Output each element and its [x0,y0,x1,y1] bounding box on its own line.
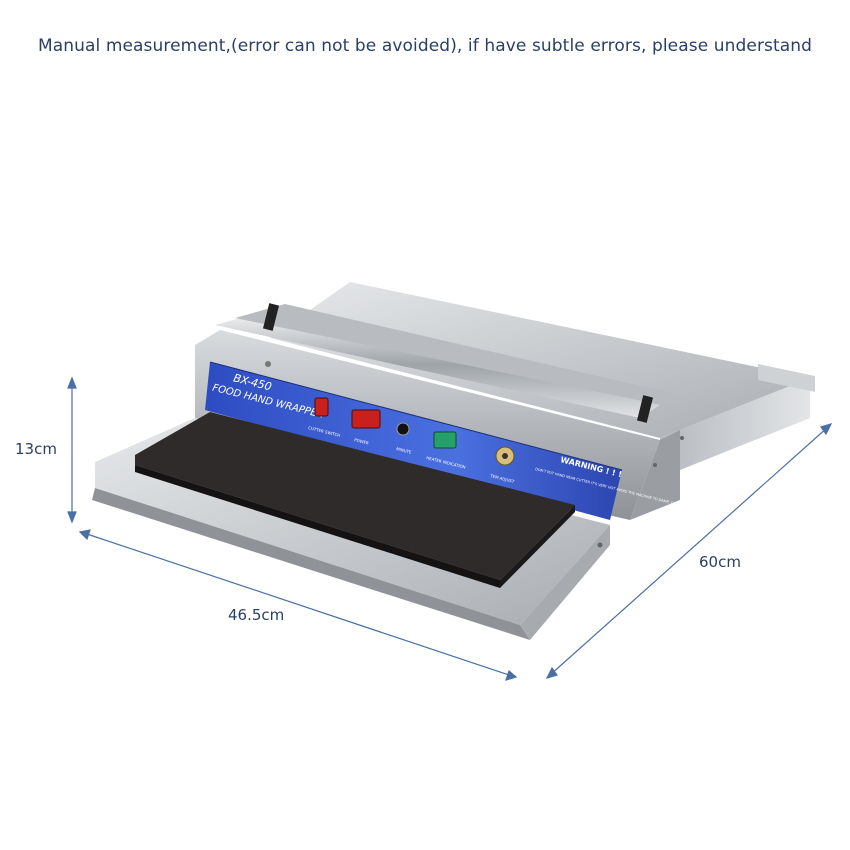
cutter-switch [314,397,329,417]
roller-front [215,312,660,418]
height-dimension-label: 13cm [15,440,57,458]
minute-knob [396,422,410,436]
heater-indicator [433,431,457,449]
power-switch [351,409,381,429]
depth-dimension-label: 60cm [699,553,741,571]
width-arrow [83,532,513,677]
width-dimension-label: 46.5cm [228,606,285,624]
tem-adjust-label: TEM ADJUST [489,473,516,484]
heating-plate [135,412,575,580]
right-side [660,378,810,478]
depth-arrow [549,426,829,676]
power-label: POWER [354,437,370,445]
top-plate [270,282,810,438]
roller-back [235,304,680,405]
measurement-note: Manual measurement,(error can not be avo… [37,36,813,56]
control-panel [205,362,622,520]
minute-label: MINUTE [396,446,413,455]
